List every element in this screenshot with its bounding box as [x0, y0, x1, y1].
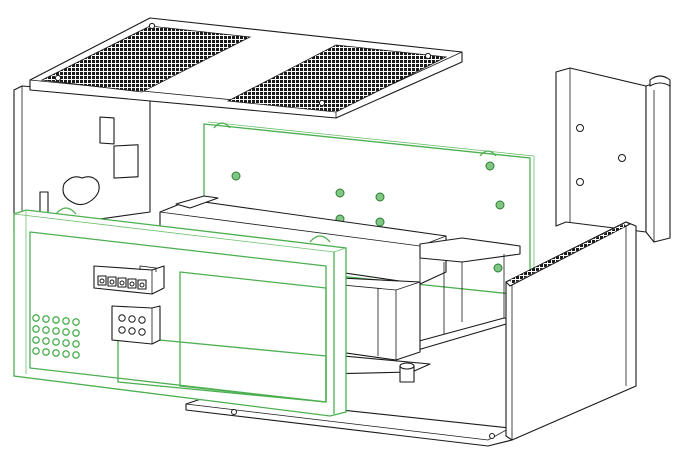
standoff-screw: [375, 192, 385, 202]
front-panel-tab: [55, 207, 77, 215]
wall-cutout-upper: [99, 116, 115, 145]
wall-cutout-lower: [113, 144, 139, 179]
bracket-hole: [618, 154, 626, 162]
top-cover-hole: [424, 52, 432, 60]
tray-post-top: [399, 362, 415, 370]
front-panel-lower-window: [117, 335, 327, 403]
right-side-panel: [505, 221, 637, 441]
terminal-block-lower: [111, 305, 161, 345]
terminal-block-upper: [93, 265, 165, 295]
standoff-screw: [493, 263, 503, 273]
base-plate-hole: [489, 433, 495, 439]
front-panel-tab: [309, 235, 331, 243]
standoff-screw: [231, 171, 241, 181]
front-vent-holes: [32, 314, 80, 359]
top-cover-hole: [148, 22, 156, 30]
right-panel-edge: [510, 224, 626, 284]
wall-slot: [39, 191, 49, 215]
standoff-screw: [495, 200, 505, 210]
top-cover: [29, 17, 463, 119]
bracket-hole: [576, 124, 584, 132]
top-cover-hole: [318, 99, 326, 107]
bracket-hole: [576, 178, 584, 186]
left-side-wall: [13, 85, 151, 233]
top-cover-hole: [54, 74, 62, 82]
side-bracket: [555, 67, 671, 243]
base-plate-hole: [231, 409, 237, 415]
wall-connector-cutout: [62, 176, 100, 206]
standoff-screw: [375, 217, 385, 227]
top-cover-vent-left: [40, 25, 252, 93]
standoff-screw: [335, 188, 345, 198]
top-cover-vent-right: [226, 44, 448, 113]
front-panel: [13, 207, 347, 417]
standoff-screw: [485, 161, 495, 171]
